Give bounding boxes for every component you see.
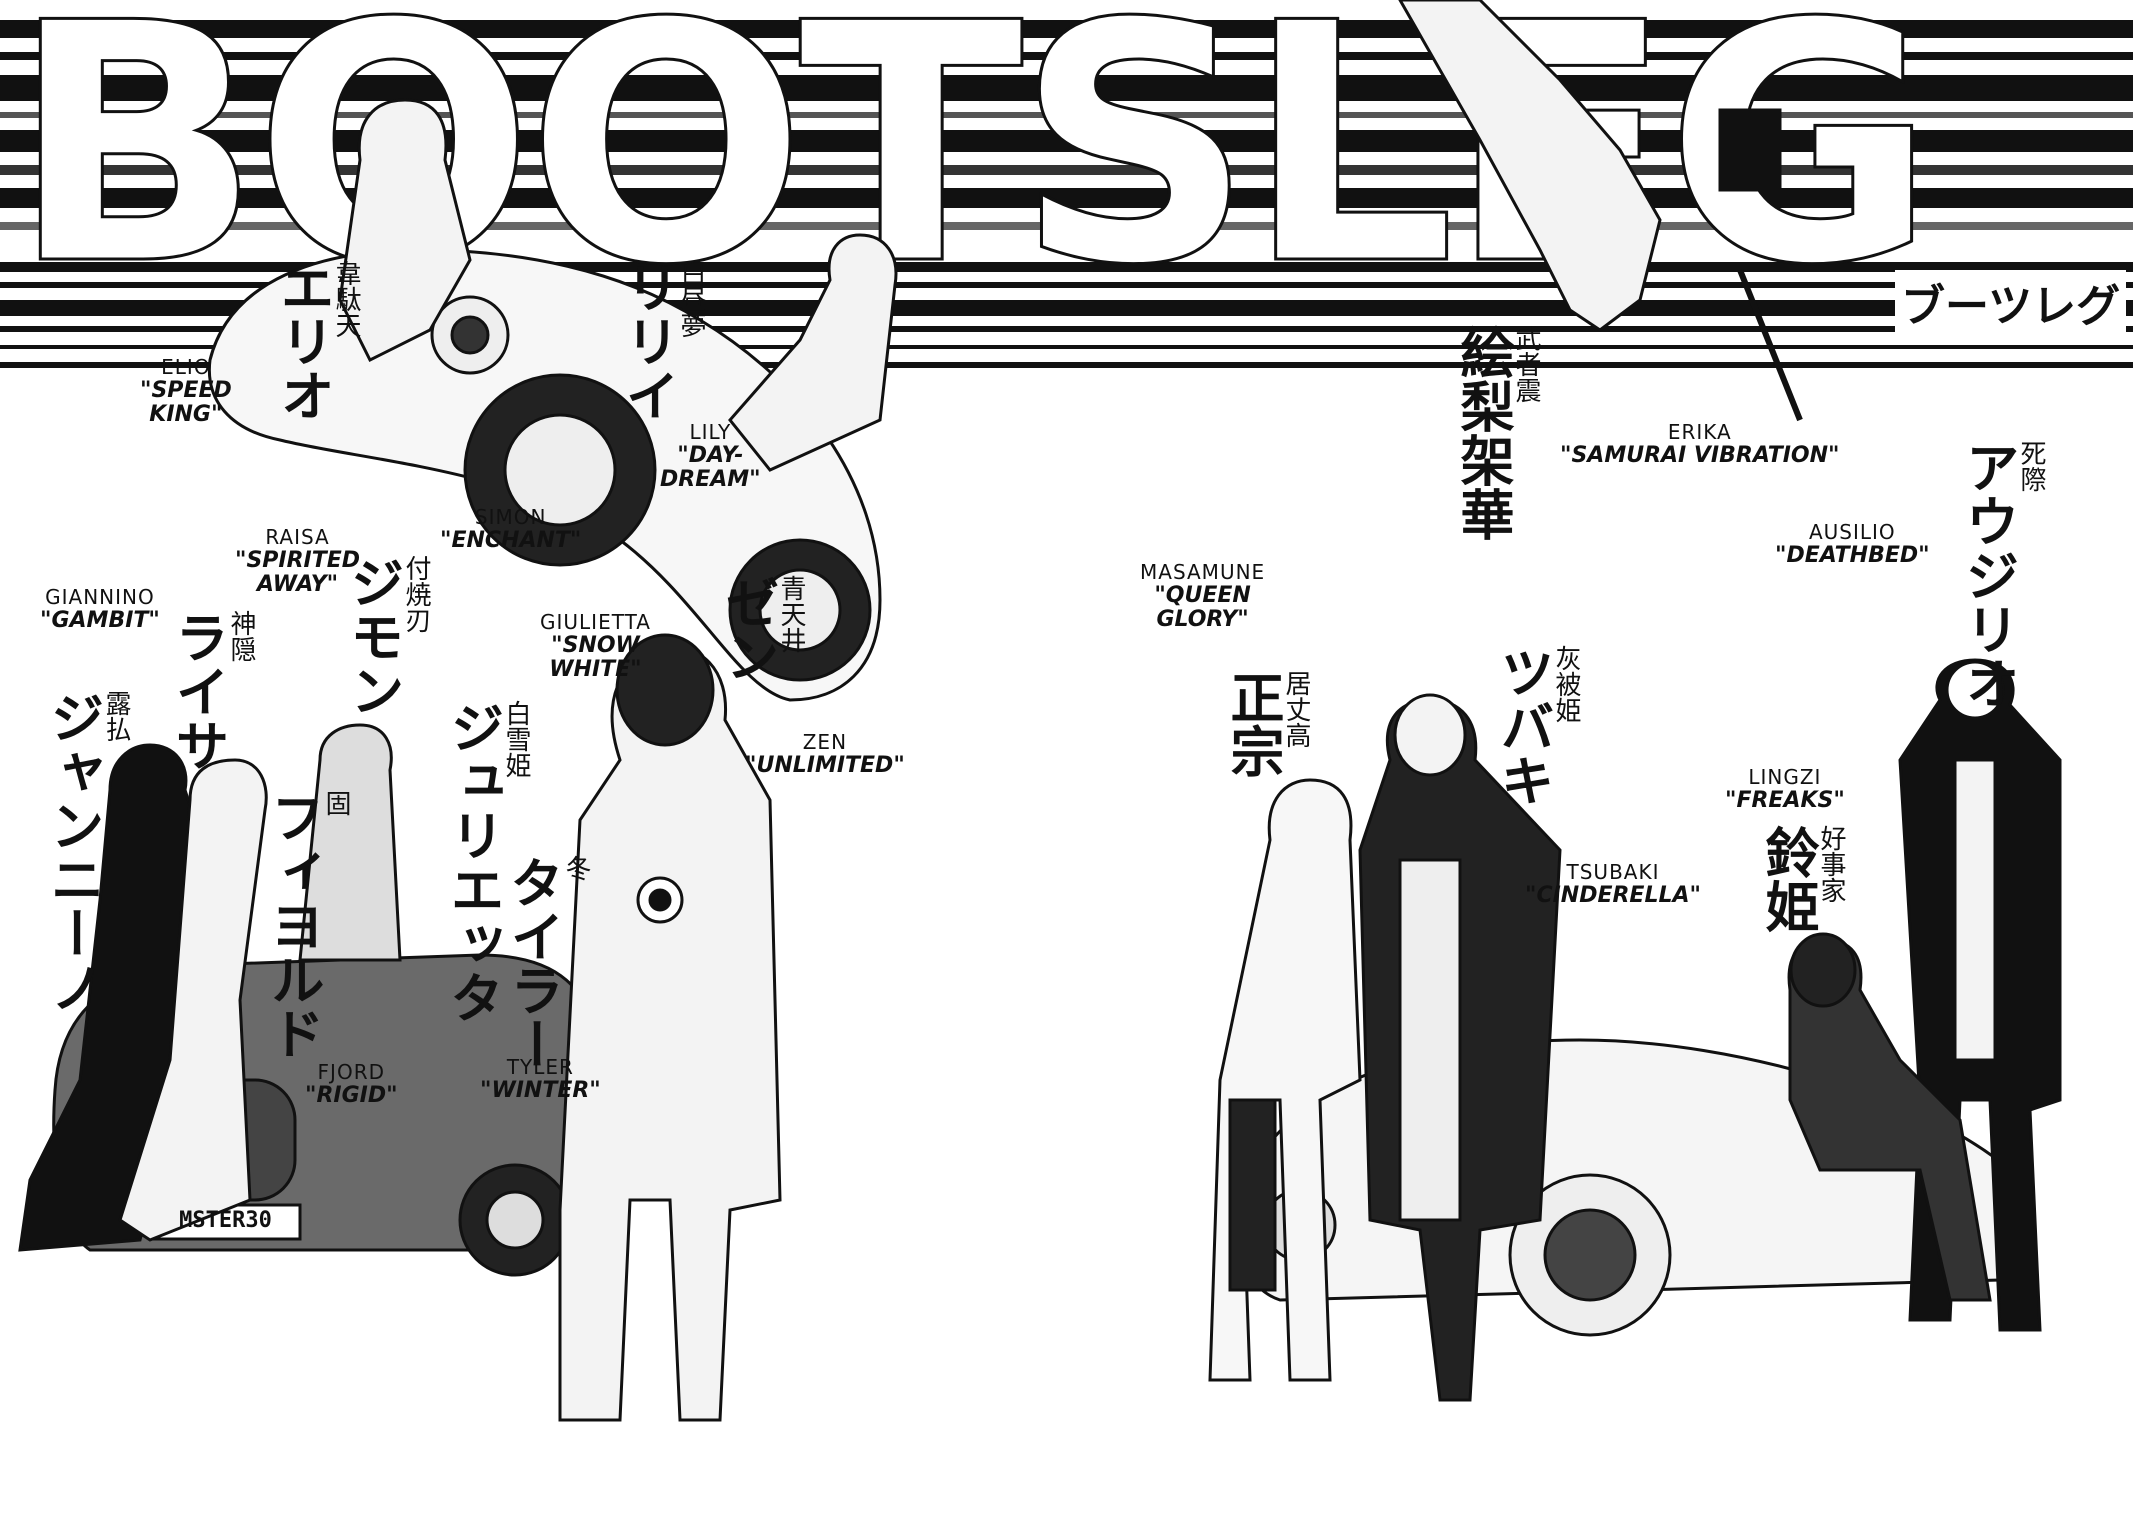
- erika-kanji: 武者震: [1511, 325, 1541, 403]
- giannino-katakana: ジャンニーノ: [41, 690, 104, 1014]
- label-fjord: FJORD "RIGID": [305, 1060, 398, 1108]
- fjord-figure-drawing: [298, 723, 402, 962]
- tsubaki-title-line1: "CINDERELLA": [1525, 883, 1701, 908]
- tsubaki-name: TSUBAKI: [1566, 860, 1660, 884]
- simon-katakana: ジモン: [341, 555, 404, 717]
- label-giannino: GIANNINO "GAMBIT": [40, 585, 160, 633]
- fjord-title-line1: "RIGID": [305, 1083, 398, 1108]
- elio-title-line2: KING": [149, 402, 223, 428]
- elio-katakana: エリオ: [271, 260, 334, 422]
- vertical-lily: 白昼夢 リリイ: [616, 260, 706, 422]
- lily-figure-drawing: [728, 233, 898, 472]
- label-erika: ERIKA "SAMURAI VIBRATION": [1560, 420, 1840, 468]
- simon-name: SIMON: [474, 505, 547, 529]
- vertical-giulietta: 白雪姫 ジュリエッタ: [441, 700, 531, 1024]
- label-lingzi: LINGZI "FREAKS": [1725, 765, 1845, 813]
- title-subtitle: ブーツレグ: [1895, 270, 2127, 334]
- vertical-zen: 青天井 ゼン: [716, 575, 806, 683]
- tyler-kanji: 冬: [561, 855, 591, 881]
- giulietta-katakana: ジュリエッタ: [441, 700, 504, 1024]
- zen-kanji: 青天井: [776, 575, 806, 653]
- fjord-name: FJORD: [317, 1060, 385, 1084]
- ausilio-name: AUSILIO: [1808, 520, 1896, 544]
- simon-kanji: 付焼刃: [401, 555, 431, 633]
- label-zen: ZEN "UNLIMITED": [745, 730, 905, 778]
- vertical-ausilio: 死際 アウジリオ: [1956, 440, 2046, 710]
- raisa-katakana: ライサ: [166, 610, 229, 772]
- erika-figure-drawing: [1398, 0, 1662, 332]
- lingzi-kanji: 好事家: [1816, 825, 1846, 903]
- lily-name: LILY: [689, 420, 732, 444]
- elio-title-line1: "SPEED: [140, 378, 232, 403]
- raisa-kanji: 神隠: [226, 610, 256, 662]
- raisa-figure-drawing: [118, 758, 268, 1242]
- raisa-title-line2: AWAY": [256, 572, 339, 598]
- ausilio-title-line1: "DEATHBED": [1775, 543, 1930, 568]
- masamune-name: MASAMUNE: [1140, 560, 1266, 584]
- masamune-title-line2: GLORY": [1156, 607, 1249, 633]
- tsubaki-katakana: ツバキ: [1491, 645, 1554, 807]
- ausilio-katakana: アウジリオ: [1956, 440, 2019, 710]
- tyler-name: TYLER: [506, 1055, 574, 1079]
- lily-title-line2: DREAM": [660, 467, 761, 493]
- zen-name: ZEN: [802, 730, 848, 754]
- elio-name: ELIO: [161, 355, 211, 379]
- label-raisa: RAISA "SPIRITED AWAY": [235, 525, 360, 597]
- fjord-kanji: 固: [321, 790, 351, 816]
- vertical-elio: 韋駄天 エリオ: [271, 260, 361, 422]
- simon-title-line1: "ENCHANT": [440, 528, 582, 553]
- tyler-katakana: タイラー: [501, 855, 564, 1071]
- masamune-title-line1: "QUEEN: [1154, 583, 1251, 608]
- vertical-giannino: 露払 ジャンニーノ: [41, 690, 131, 1014]
- vertical-masamune: 居丈高 正宗: [1221, 670, 1311, 778]
- fjord-katakana: フィヨルド: [261, 790, 324, 1060]
- masamune-figure-drawing: [1208, 778, 1362, 1382]
- vertical-fjord: 固 フィヨルド: [261, 790, 351, 1060]
- raisa-name: RAISA: [265, 525, 330, 549]
- tsubaki-kanji: 灰被姫: [1551, 645, 1581, 723]
- elio-figure-drawing: [338, 98, 472, 363]
- vertical-raisa: 神隠 ライサ: [166, 610, 256, 772]
- lingzi-katakana: 鈴姫: [1756, 825, 1819, 933]
- vertical-simon: 付焼刃 ジモン: [341, 555, 431, 717]
- label-simon: SIMON "ENCHANT": [440, 505, 581, 553]
- zen-katakana: ゼン: [716, 575, 779, 683]
- giulietta-title-line1: "SNOW: [551, 633, 640, 658]
- ausilio-kanji: 死際: [2016, 440, 2046, 492]
- license-plate-text: MSTER30: [179, 1208, 272, 1233]
- label-masamune: MASAMUNE "QUEEN GLORY": [1140, 560, 1265, 632]
- masamune-kanji: 居丈高: [1281, 670, 1311, 748]
- lily-katakana: リリイ: [616, 260, 679, 422]
- giulietta-kanji: 白雪姫: [501, 700, 531, 778]
- tyler-title-line1: "WINTER": [480, 1078, 601, 1103]
- raisa-title-line1: "SPIRITED: [235, 548, 361, 573]
- erika-name: ERIKA: [1667, 420, 1732, 444]
- giannino-kanji: 露払: [101, 690, 131, 742]
- giulietta-title-line2: WHITE": [549, 657, 642, 683]
- giannino-title-line1: "GAMBIT": [40, 608, 160, 633]
- vertical-tyler: 冬 タイラー: [501, 855, 591, 1071]
- vertical-tsubaki: 灰被姫 ツバキ: [1491, 645, 1581, 807]
- lingzi-title-line1: "FREAKS": [1725, 788, 1845, 813]
- label-lily: LILY "DAY- DREAM": [660, 420, 761, 492]
- label-giulietta: GIULIETTA "SNOW WHITE": [540, 610, 651, 682]
- lingzi-name: LINGZI: [1748, 765, 1822, 789]
- erika-katakana: 絵梨架華: [1451, 325, 1514, 541]
- lily-kanji: 白昼夢: [676, 260, 706, 338]
- giulietta-name: GIULIETTA: [540, 610, 651, 634]
- label-tyler: TYLER "WINTER": [480, 1055, 601, 1103]
- elio-kanji: 韋駄天: [331, 260, 361, 338]
- vertical-lingzi: 好事家 鈴姫: [1756, 825, 1846, 933]
- masamune-katakana: 正宗: [1221, 670, 1284, 778]
- lily-title-line1: "DAY-: [677, 443, 744, 468]
- vertical-erika: 武者震 絵梨架華: [1451, 325, 1541, 541]
- giannino-name: GIANNINO: [45, 585, 155, 609]
- label-tsubaki: TSUBAKI "CINDERELLA": [1525, 860, 1701, 908]
- zen-title-line1: "UNLIMITED": [745, 753, 905, 778]
- label-elio: ELIO "SPEED KING": [140, 355, 232, 427]
- label-ausilio: AUSILIO "DEATHBED": [1775, 520, 1930, 568]
- erika-title-line1: "SAMURAI VIBRATION": [1560, 443, 1840, 468]
